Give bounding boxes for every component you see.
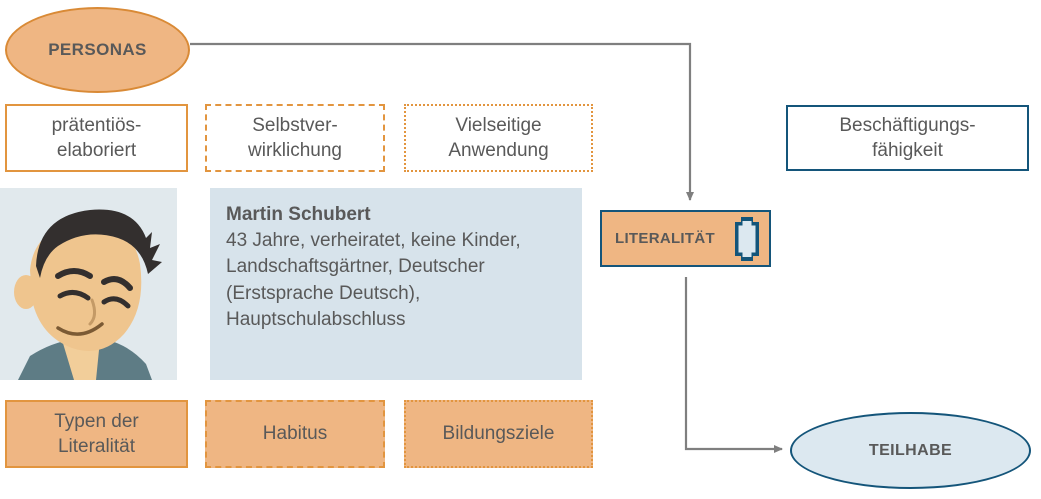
node-personas-label: PERSONAS: [48, 40, 147, 59]
node-literalitaet[interactable]: LITERALITÄT: [600, 210, 771, 267]
attribute-box-label: prätentiös-elaboriert: [51, 114, 142, 161]
male-avatar-icon: [0, 188, 177, 380]
node-beschaeftigungsfaehigkeit[interactable]: Beschäftigungs-fähigkeit: [786, 105, 1029, 171]
book-page-icon: [735, 216, 759, 261]
attribute-box-praetentioes-elaboriert[interactable]: prätentiös-elaboriert: [5, 104, 188, 172]
persona-name: Martin Schubert: [226, 204, 371, 225]
persona-description-panel: Martin Schubert 43 Jahre, verheiratet, k…: [210, 188, 582, 380]
node-personas[interactable]: PERSONAS: [5, 7, 190, 93]
attribute-box-label: Selbstver-wirklichung: [248, 114, 342, 161]
persona-avatar-panel: [0, 188, 177, 380]
attribute-box-habitus[interactable]: Habitus: [205, 400, 385, 468]
node-teilhabe-label: TEILHABE: [868, 441, 953, 459]
node-beschaeftigungsfaehigkeit-label: Beschäftigungs-fähigkeit: [839, 114, 976, 161]
attribute-box-label: Bildungsziele: [442, 423, 555, 445]
attribute-box-selbstverwirklichung[interactable]: Selbstver-wirklichung: [205, 104, 385, 172]
wire-literalitaet-to-teilhabe: [684, 277, 783, 453]
node-teilhabe[interactable]: TEILHABE: [790, 412, 1031, 489]
attribute-box-label: Habitus: [262, 423, 328, 445]
attribute-box-bildungsziele[interactable]: Bildungsziele: [404, 400, 593, 468]
persona-description: 43 Jahre, verheiratet, keine Kinder, Lan…: [226, 230, 521, 330]
node-literalitaet-label: LITERALITÄT: [615, 230, 715, 247]
